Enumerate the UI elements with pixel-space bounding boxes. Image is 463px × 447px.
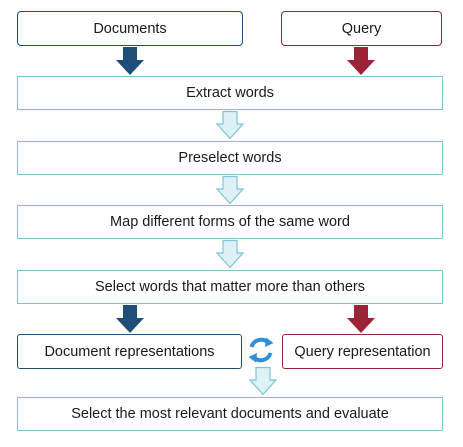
- document-representations-label: Document representations: [44, 343, 215, 360]
- query-label: Query: [341, 20, 382, 37]
- step-preselect-words: Preselect words: [17, 141, 443, 175]
- step-down-arrow-icon: [248, 366, 278, 396]
- query-down-arrow-icon: [347, 47, 375, 75]
- step-select-words: Select words that matter more than other…: [17, 270, 443, 304]
- refresh-cycle-icon: [248, 337, 274, 363]
- step-down-arrow-icon: [215, 239, 245, 269]
- step-down-arrow-icon: [215, 175, 245, 205]
- step-label: Preselect words: [178, 150, 282, 166]
- final-step-label: Select the most relevant documents and e…: [71, 406, 389, 422]
- documents-down-arrow-icon: [116, 305, 144, 333]
- step-select-relevant-documents: Select the most relevant documents and e…: [17, 397, 443, 431]
- query-representation-label: Query representation: [294, 343, 431, 360]
- query-down-arrow-icon: [347, 305, 375, 333]
- documents-down-arrow-icon: [116, 47, 144, 75]
- step-down-arrow-icon: [215, 110, 245, 140]
- step-map-forms: Map different forms of the same word: [17, 205, 443, 239]
- document-representations-box: Document representations: [17, 334, 242, 369]
- step-label: Extract words: [186, 85, 274, 101]
- documents-label: Documents: [93, 20, 167, 37]
- step-label: Select words that matter more than other…: [95, 279, 365, 295]
- query-box: Query: [281, 11, 442, 46]
- step-extract-words: Extract words: [17, 76, 443, 110]
- step-label: Map different forms of the same word: [110, 214, 350, 230]
- query-representation-box: Query representation: [282, 334, 443, 369]
- documents-box: Documents: [17, 11, 243, 46]
